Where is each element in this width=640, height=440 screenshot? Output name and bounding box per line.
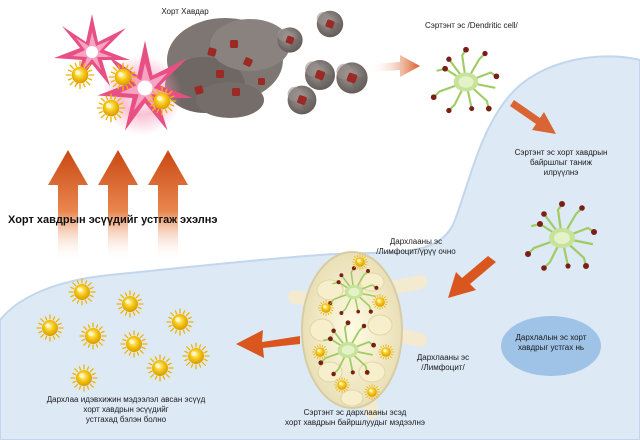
immune-attack-oval (501, 316, 601, 376)
dendritic-cell-top (429, 45, 501, 115)
label-dendritic-cell: Сэртэнт эс /Dendritic cell/ (425, 21, 518, 30)
label-activated-cells: Дархлаа идэвхижин мэдээлэл авсан эсүүд х… (46, 395, 206, 424)
arrow-to-lymph-node (448, 256, 496, 298)
label-recognize: Сэртэнт эс хорт хавдрын байршлыг таниж и… (514, 148, 608, 177)
label-lymphocyte-in: Дархлааны эс /Лимфоцит/үрүү очно (376, 237, 456, 256)
arrow-lymph-to-cells (236, 330, 300, 358)
label-tumor: Хорт Хавдар (161, 7, 209, 16)
label-dendritic-informs: Сэртэнт эс дархлааны эсэд хорт хавдрын б… (284, 408, 425, 427)
arrow-dendritic-to-region (510, 100, 556, 134)
body-region (0, 55, 640, 440)
tumor-cells (277, 10, 368, 115)
arrow-tumor-to-dendritic (370, 55, 420, 77)
lymph-node (288, 251, 427, 419)
label-lymphocyte: Дархлааны эс /Лимфоцит/ (416, 353, 470, 372)
up-arrows (48, 150, 188, 262)
label-immune-attack: Дархлалын эс хорт хавдрыг устгах нь (515, 333, 587, 352)
label-destroy-start: Хорт хавдрын эсүүдийг устгаж эхэлнэ (8, 214, 218, 226)
tumor-mass (165, 18, 290, 118)
